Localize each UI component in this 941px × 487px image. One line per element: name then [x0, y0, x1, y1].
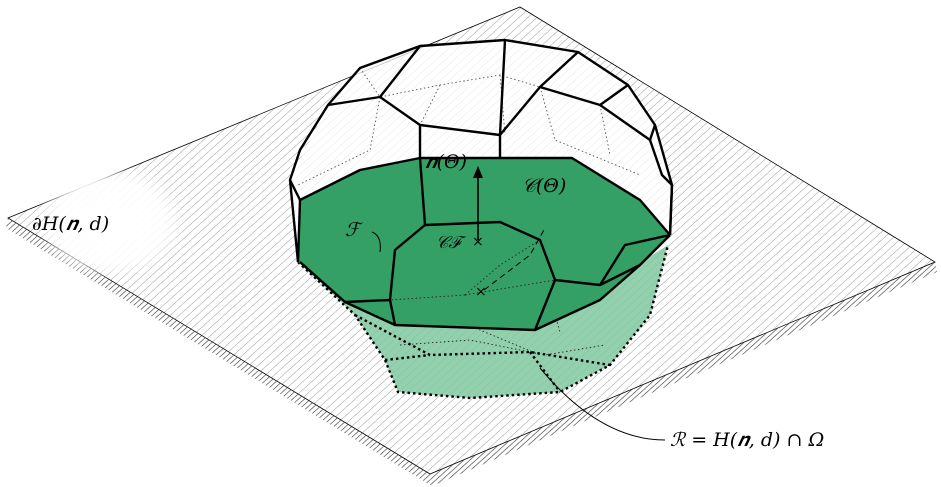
polyhedron-upper	[290, 40, 672, 262]
arrowhead-icon	[473, 166, 483, 178]
cut-face	[298, 157, 671, 332]
cut-center-label: 𝒞(Θ)	[522, 175, 566, 197]
region-label: ℛ = H(𝒏, d) ∩ Ω	[670, 429, 824, 451]
face-centroid-marker: ×	[472, 234, 484, 250]
polyhedron-edges	[288, 38, 674, 263]
cut-center-marker: ×	[475, 284, 487, 300]
annotations: × ×	[371, 166, 666, 441]
normal-label: 𝒏(Θ)	[425, 151, 467, 173]
face-label: ℱ	[345, 219, 363, 241]
face-leader	[371, 231, 381, 253]
plane-label: ∂H(𝒏, d)	[32, 213, 109, 235]
region-leader	[539, 367, 666, 441]
face-centroid-label: 𝒞ℱ	[436, 233, 466, 253]
